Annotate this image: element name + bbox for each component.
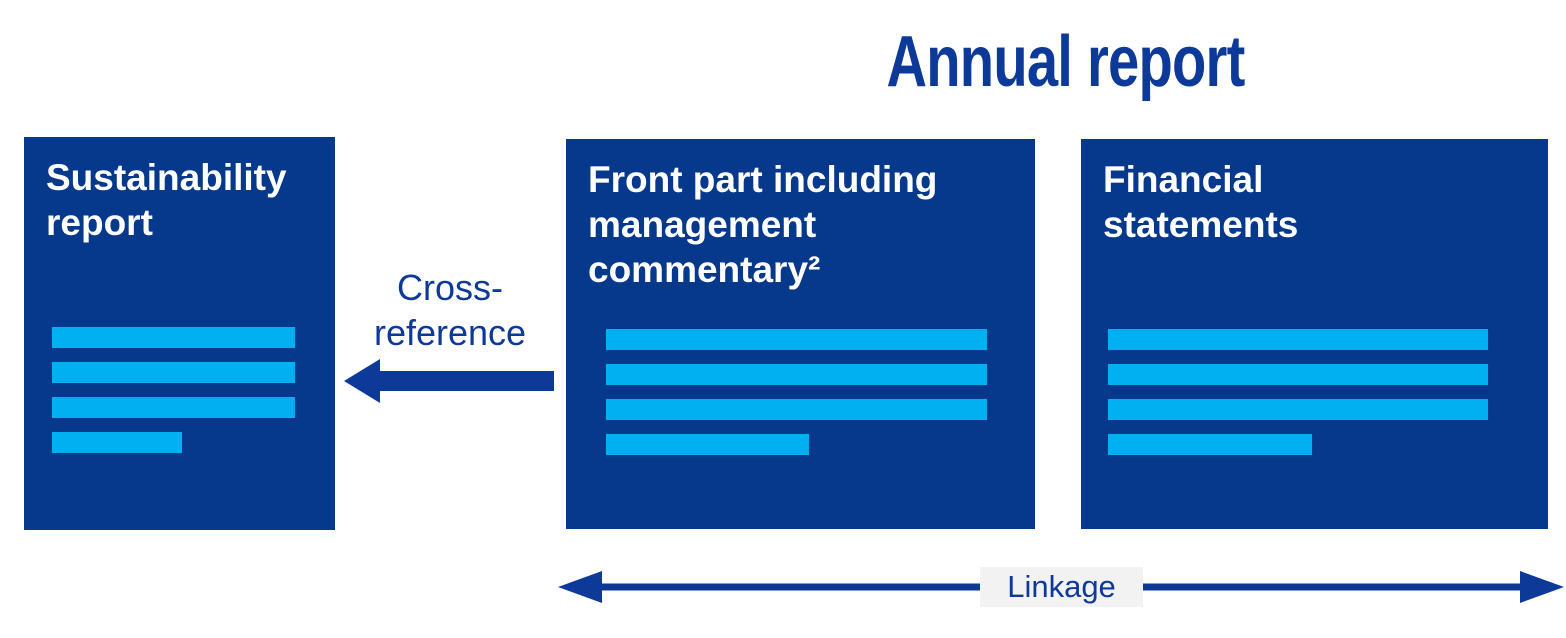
text-placeholder-bar xyxy=(52,362,295,383)
linkage-label: Linkage xyxy=(980,567,1143,607)
text-placeholder-bar xyxy=(606,329,987,350)
text-placeholder-bar xyxy=(606,399,987,420)
text-placeholder-bar xyxy=(1108,399,1488,420)
text-placeholder-bar xyxy=(606,364,987,385)
text-placeholder-bar xyxy=(52,397,295,418)
cross-reference-label: Cross- reference xyxy=(373,267,527,353)
text-placeholder-bar xyxy=(1108,434,1312,455)
text-placeholder-bar xyxy=(1108,329,1488,350)
text-placeholder-bar xyxy=(52,327,295,348)
box-title: Sustainability report xyxy=(46,157,287,243)
page-title-text: Annual report xyxy=(886,22,1245,102)
box-title: Front part including management commenta… xyxy=(588,159,938,290)
financial-statements-box: Financial statements xyxy=(1081,139,1548,529)
text-placeholder-bar xyxy=(1108,364,1488,385)
page-title: Annual report xyxy=(800,26,1331,118)
box-title: Financial statements xyxy=(1103,159,1299,245)
arrow-left-icon xyxy=(344,359,554,403)
text-placeholder-bar xyxy=(606,434,809,455)
front-part-box: Front part including management commenta… xyxy=(566,139,1035,529)
sustainability-report-box: Sustainability report xyxy=(24,137,335,530)
text-placeholder-bar xyxy=(52,432,182,453)
